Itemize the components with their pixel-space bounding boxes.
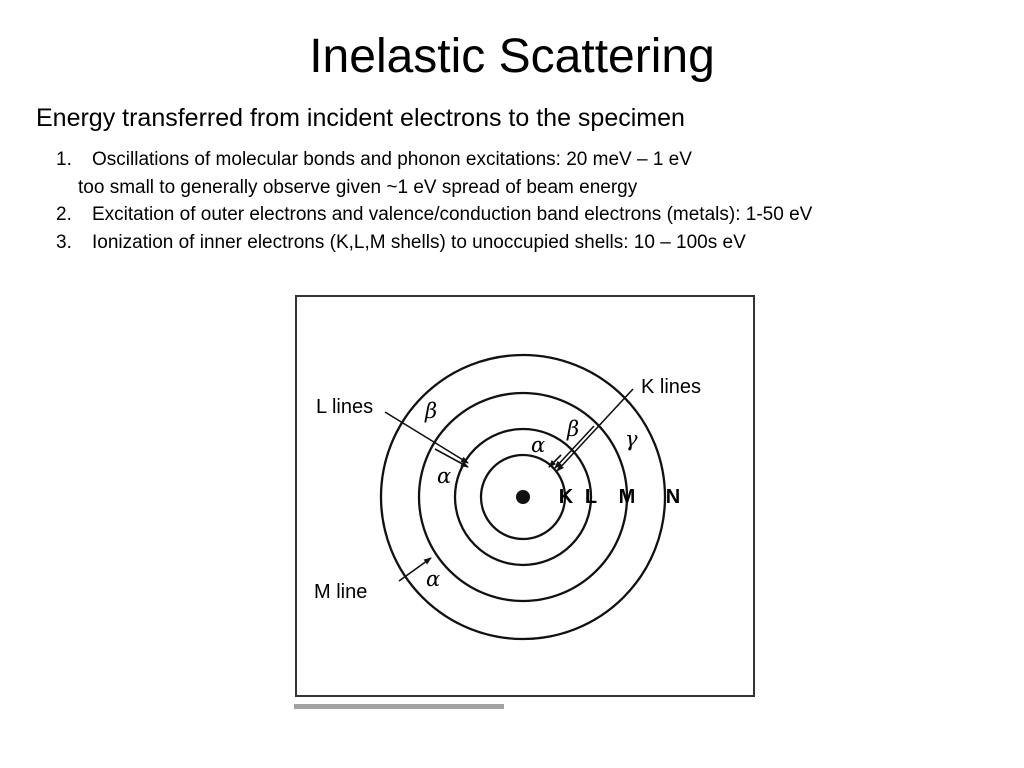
l-alpha-arrow xyxy=(434,448,469,468)
shell-label-k: K xyxy=(559,486,574,508)
slide-subtitle: Energy transferred from incident electro… xyxy=(36,104,685,132)
list-item-2: 2. Excitation of outer electrons and vale… xyxy=(56,201,812,229)
shell-label-m: M xyxy=(619,486,636,508)
item-number: 3. xyxy=(56,231,72,253)
n-shell-circle xyxy=(379,353,667,641)
list-item-1-continuation: too small to generally observe given ~1 … xyxy=(78,176,638,198)
k-alpha-arrow xyxy=(548,454,562,468)
list-item-3: 3. Ionization of inner electrons (K,L,M s… xyxy=(56,229,812,257)
item-text: Excitation of outer electrons and valenc… xyxy=(92,204,813,225)
item-text: Oscillations of molecular bonds and phon… xyxy=(92,149,692,170)
shell-label-l: L xyxy=(585,486,597,508)
m-line-label: M line xyxy=(314,581,367,603)
k-beta-arrow xyxy=(554,425,595,469)
slide-title: Inelastic Scattering xyxy=(309,30,715,83)
l-shell-circle xyxy=(453,427,593,567)
transition-list: 1. Oscillations of molecular bonds and ph… xyxy=(56,146,812,256)
shell-diagram-svg: K L M N L lines K lines M line β α γ β α… xyxy=(294,295,755,709)
l-beta-arrow xyxy=(384,411,469,464)
k-gamma-symbol: γ xyxy=(625,427,638,451)
m-alpha-symbol: α xyxy=(426,567,440,591)
item-text: Ionization of inner electrons (K,L,M she… xyxy=(92,231,746,253)
l-lines-label: L lines xyxy=(316,396,373,418)
list-item-1: 1. Oscillations of molecular bonds and ph… xyxy=(56,146,812,174)
k-alpha-symbol: α xyxy=(531,433,545,457)
k-lines-label: K lines xyxy=(641,376,701,398)
l-beta-symbol: β xyxy=(424,399,437,423)
m-shell-circle xyxy=(417,391,629,603)
k-gamma-arrow xyxy=(556,388,634,472)
shell-label-n: N xyxy=(666,486,680,508)
cropped-caption-strip xyxy=(294,704,504,709)
figure-frame xyxy=(295,295,755,697)
nucleus xyxy=(516,490,530,504)
atomic-shell-diagram: K L M N L lines K lines M line β α γ β α… xyxy=(285,285,770,715)
item-number: 2. xyxy=(56,204,72,225)
item-number: 1. xyxy=(56,149,72,170)
k-beta-symbol: β xyxy=(566,417,579,441)
m-alpha-arrow xyxy=(398,557,432,582)
k-shell-circle xyxy=(479,453,567,541)
l-alpha-symbol: α xyxy=(437,464,451,488)
